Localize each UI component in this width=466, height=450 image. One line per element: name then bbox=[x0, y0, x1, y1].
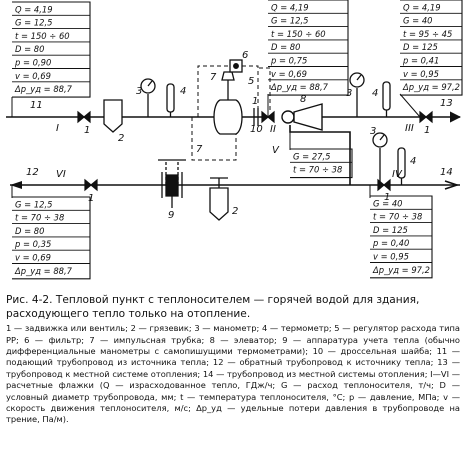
label-7a: 7 bbox=[210, 72, 217, 83]
label-7b: 7 bbox=[196, 144, 203, 155]
flag-row-text: v = 0,69 bbox=[15, 71, 51, 81]
flag-VI: G = 12,5 t = 70 ÷ 38 D = 80 p = 0,35 v = 0,6… bbox=[12, 196, 91, 280]
label-6: 6 bbox=[242, 50, 248, 61]
flag-row-text: t = 95 ÷ 45 bbox=[403, 29, 452, 39]
flag-frame bbox=[12, 196, 91, 280]
flag-II: Q = 4,19 G = 12,5 t = 150 ÷ 60 D = 80 p = 0,… bbox=[268, 0, 349, 96]
caption-legend: 1 — задвижка или вентиль; 2 — грязевик; … bbox=[6, 323, 460, 425]
flow-regulator-icon bbox=[213, 71, 243, 135]
flag-row-text: p = 0,41 bbox=[402, 56, 439, 66]
flag-row-text: G = 12,5 bbox=[15, 199, 52, 209]
label-3b: 3 bbox=[346, 88, 352, 99]
label-1d: 1 bbox=[384, 192, 390, 203]
flag-row-text: Q = 4,19 bbox=[271, 2, 309, 12]
valve-icon bbox=[77, 110, 433, 192]
label-flag-VI: VI bbox=[56, 169, 66, 180]
flag-row-text: Δp_уд = 88,7 bbox=[14, 266, 73, 276]
thermometer-icon bbox=[166, 81, 406, 185]
flag-row-text: D = 80 bbox=[15, 44, 44, 54]
filter-icon bbox=[229, 59, 243, 73]
label-3c: 3 bbox=[370, 126, 376, 137]
flag-frame bbox=[290, 148, 353, 179]
flag-V: G = 27,5 t = 70 ÷ 38 bbox=[290, 148, 353, 179]
label-flag-II: II bbox=[270, 124, 276, 135]
flag-row-text: v = 0,69 bbox=[271, 69, 307, 79]
label-3a: 3 bbox=[136, 86, 142, 97]
flag-row-text: Q = 4,19 bbox=[15, 4, 53, 14]
flag-IV: G = 40 t = 70 ÷ 38 D = 125 p = 0,40 v = 0,95… bbox=[370, 195, 433, 279]
flag-row-text: v = 0,95 bbox=[373, 252, 409, 262]
flag-row-text: Q = 4,19 bbox=[403, 2, 441, 12]
flag-frame bbox=[400, 0, 463, 96]
flag-row-text: t = 150 ÷ 60 bbox=[15, 31, 70, 41]
flag-row-text: v = 0,95 bbox=[403, 69, 439, 79]
flag-row-text: D = 125 bbox=[403, 42, 438, 52]
label-1c: 1 bbox=[424, 125, 430, 136]
flag-row-text: Δp_уд = 88,7 bbox=[14, 84, 73, 94]
flag-row-text: Δp_уд = 97,2 bbox=[402, 82, 460, 92]
mud-trap-icon bbox=[103, 99, 229, 221]
mixing-pipeline bbox=[289, 125, 351, 185]
flag-row-text: G = 27,5 bbox=[293, 151, 330, 161]
flag-row-text: G = 12,5 bbox=[271, 16, 308, 26]
flag-row-text: Δp_уд = 88,7 bbox=[270, 82, 329, 92]
label-pipe-11: 11 bbox=[30, 100, 43, 111]
label-2a: 2 bbox=[118, 133, 124, 144]
throttle-washer-icon bbox=[253, 108, 259, 126]
flag-III: Q = 4,19 G = 40 t = 95 ÷ 45 D = 125 p = 0,41… bbox=[400, 0, 463, 96]
label-4b: 4 bbox=[372, 88, 378, 99]
label-10: 10 bbox=[250, 124, 263, 135]
label-2b: 2 bbox=[232, 206, 238, 217]
label-flag-V: V bbox=[272, 145, 280, 156]
label-pipe-12: 12 bbox=[26, 167, 39, 178]
elevator-icon bbox=[281, 103, 323, 131]
return-pipeline bbox=[10, 180, 460, 190]
heat-substation-diagram: Q = 4,19 G = 12,5 t = 150 ÷ 60 D = 80 p = 0,… bbox=[6, 0, 463, 280]
figure-caption: Рис. 4-2. Тепловой пункт с теплоносителе… bbox=[6, 294, 460, 426]
label-pipe-14: 14 bbox=[440, 167, 453, 178]
flag-row-text: G = 12,5 bbox=[15, 18, 52, 28]
label-1e: 1 bbox=[88, 193, 94, 204]
flag-row-text: D = 125 bbox=[373, 225, 408, 235]
flag-row-text: Δp_уд = 97,2 bbox=[372, 265, 430, 275]
flag-row-text: D = 80 bbox=[15, 226, 44, 236]
flag-row-text: G = 40 bbox=[373, 198, 403, 208]
label-flag-III: III bbox=[405, 123, 414, 134]
flag-row-text: t = 70 ÷ 38 bbox=[293, 165, 342, 175]
caption-title: Рис. 4-2. Тепловой пункт с теплоносителе… bbox=[6, 294, 420, 320]
label-8: 8 bbox=[300, 94, 306, 105]
label-5: 5 bbox=[248, 76, 254, 87]
label-9: 9 bbox=[168, 210, 174, 221]
flag-row-text: t = 70 ÷ 38 bbox=[15, 213, 64, 223]
flag-row-text: G = 40 bbox=[403, 16, 433, 26]
flag-row-text: p = 0,40 bbox=[372, 238, 409, 248]
flag-I: Q = 4,19 G = 12,5 t = 150 ÷ 60 D = 80 p = 0,… bbox=[12, 1, 91, 98]
flag-row-text: p = 0,35 bbox=[14, 239, 51, 249]
flag-row-text: v = 0,69 bbox=[15, 253, 51, 263]
impulse-tube bbox=[191, 65, 271, 161]
manometer-icon bbox=[140, 72, 388, 185]
flag-row-text: D = 80 bbox=[271, 42, 300, 52]
flag-frame bbox=[370, 195, 433, 279]
diagram-labels: 11 13 12 14 I II III IV V VI 1 2 3 4 5 6… bbox=[26, 50, 453, 221]
flag-frame bbox=[12, 1, 91, 98]
label-flag-I: I bbox=[56, 123, 59, 134]
flag-row-text: p = 0,90 bbox=[14, 58, 51, 68]
flag-row-text: t = 70 ÷ 38 bbox=[373, 212, 422, 222]
label-4a: 4 bbox=[180, 86, 186, 97]
label-4c: 4 bbox=[410, 156, 416, 167]
flag-row-text: t = 150 ÷ 60 bbox=[271, 29, 326, 39]
label-pipe-13: 13 bbox=[440, 98, 453, 109]
heat-meter-icon bbox=[158, 159, 186, 208]
flag-frame bbox=[268, 0, 349, 96]
flag-row-text: p = 0,75 bbox=[270, 56, 307, 66]
label-1b: 1 bbox=[252, 96, 258, 107]
label-flag-IV: IV bbox=[392, 169, 403, 180]
label-1a: 1 bbox=[84, 125, 90, 136]
